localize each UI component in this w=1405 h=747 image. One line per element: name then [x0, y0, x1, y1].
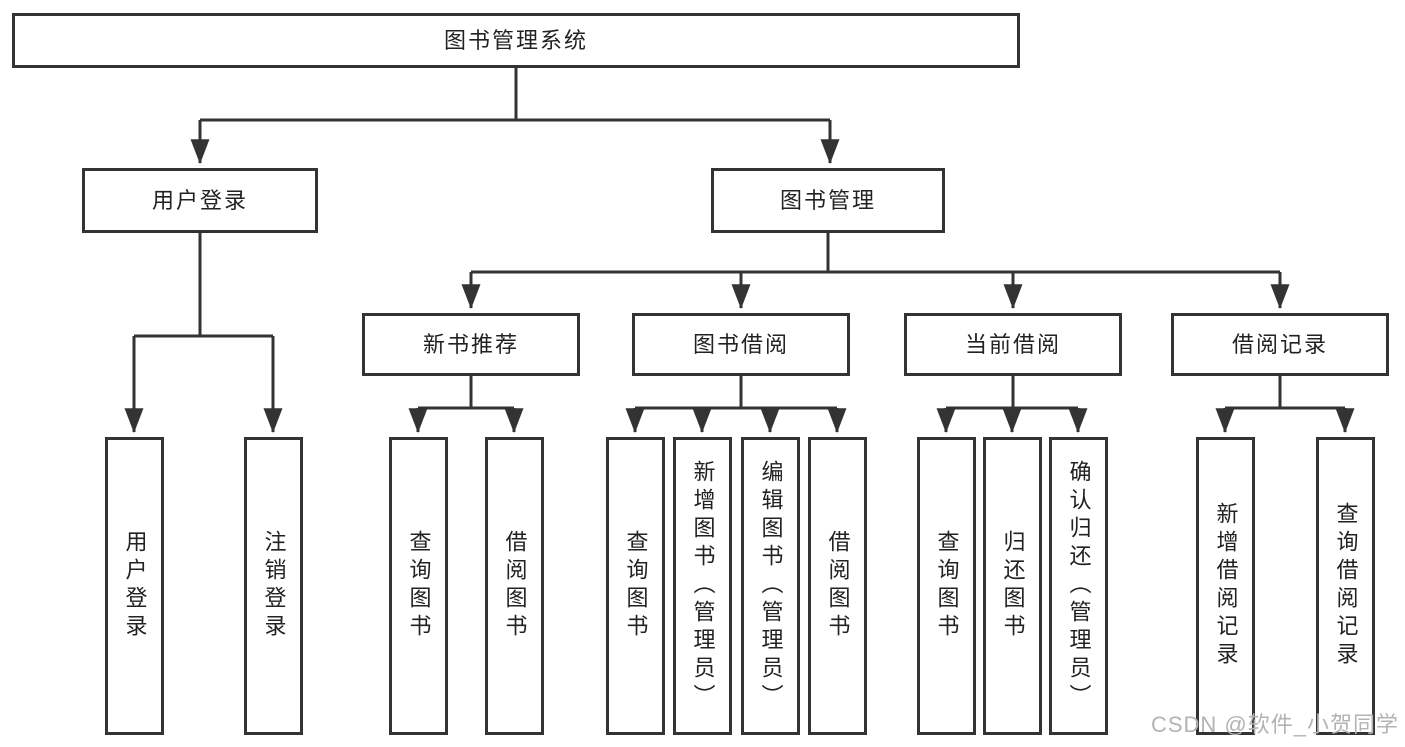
leaf-edit-book-admin-label: 编辑图书（管理员）	[758, 460, 784, 712]
csdn-watermark: CSDN @软件_小贺同学	[1150, 712, 1399, 737]
node-book-borrow: 图书借阅	[632, 313, 850, 376]
leaf-query-books-recommend: 查询图书	[389, 437, 448, 735]
leaf-add-borrow-record: 新增借阅记录	[1196, 437, 1255, 735]
leaf-logout: 注销登录	[244, 437, 303, 735]
leaf-add-borrow-record-label: 新增借阅记录	[1213, 502, 1239, 670]
leaf-query-books-current: 查询图书	[917, 437, 976, 735]
leaf-borrow-books-recommend: 借阅图书	[485, 437, 544, 735]
node-borrow-records-label: 借阅记录	[1231, 331, 1328, 357]
leaf-query-books-borrow: 查询图书	[606, 437, 665, 735]
leaf-logout-label: 注销登录	[261, 530, 287, 642]
leaf-borrow-books-borrow-label: 借阅图书	[825, 530, 851, 642]
leaf-user-login: 用户登录	[105, 437, 164, 735]
leaf-query-books-recommend-label: 查询图书	[406, 530, 432, 642]
node-root: 图书管理系统	[12, 13, 1020, 68]
node-borrow-records: 借阅记录	[1171, 313, 1389, 376]
leaf-query-borrow-record-label: 查询借阅记录	[1333, 502, 1359, 670]
node-current-borrow-label: 当前借阅	[964, 331, 1061, 357]
node-book-management-label: 图书管理	[779, 187, 876, 213]
leaf-query-books-current-label: 查询图书	[934, 530, 960, 642]
node-root-label: 图书管理系统	[443, 27, 588, 53]
leaf-borrow-books-borrow: 借阅图书	[808, 437, 867, 735]
node-book-borrow-label: 图书借阅	[692, 331, 789, 357]
leaf-borrow-books-recommend-label: 借阅图书	[502, 530, 528, 642]
node-current-borrow: 当前借阅	[904, 313, 1122, 376]
leaf-return-books: 归还图书	[983, 437, 1042, 735]
node-new-book-recommend: 新书推荐	[362, 313, 580, 376]
leaf-confirm-return-admin-label: 确认归还（管理员）	[1066, 460, 1092, 712]
leaf-add-book-admin: 新增图书（管理员）	[673, 437, 732, 735]
leaf-user-login-label: 用户登录	[122, 530, 148, 642]
node-book-management: 图书管理	[711, 168, 945, 233]
leaf-edit-book-admin: 编辑图书（管理员）	[741, 437, 800, 735]
node-user-login-label: 用户登录	[151, 187, 248, 213]
node-user-login: 用户登录	[82, 168, 318, 233]
leaf-query-books-borrow-label: 查询图书	[623, 530, 649, 642]
leaf-query-borrow-record: 查询借阅记录	[1316, 437, 1375, 735]
leaf-confirm-return-admin: 确认归还（管理员）	[1049, 437, 1108, 735]
leaf-return-books-label: 归还图书	[1000, 530, 1026, 642]
leaf-add-book-admin-label: 新增图书（管理员）	[690, 460, 716, 712]
node-new-book-recommend-label: 新书推荐	[422, 331, 519, 357]
